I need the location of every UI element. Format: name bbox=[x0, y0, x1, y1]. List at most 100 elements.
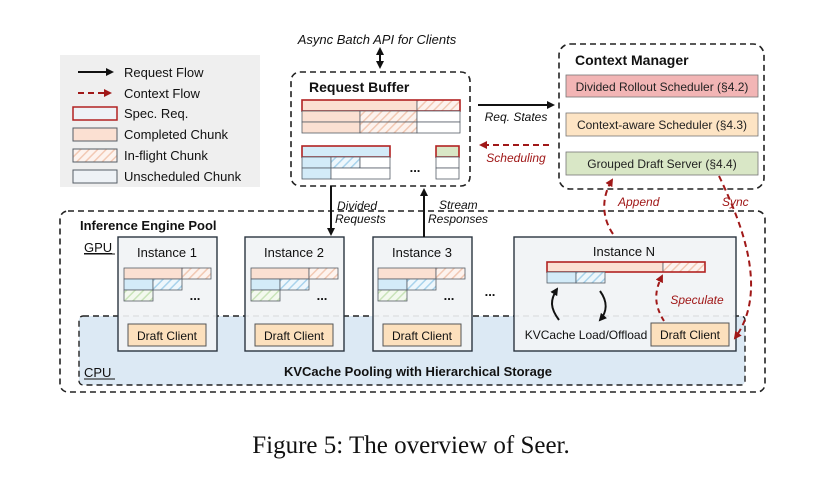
draft-client-3 bbox=[382, 323, 462, 347]
instance-1: Instance 1 ... Draft Client bbox=[117, 236, 218, 352]
draft-client-2 bbox=[254, 323, 334, 347]
async-batch-api-label: Async Batch API for Clients bbox=[297, 32, 457, 47]
kvcache-load-arrow-icon bbox=[550, 287, 560, 321]
spec-request-row bbox=[301, 145, 391, 158]
legend-label-inflight-chunk: In-flight Chunk bbox=[124, 148, 208, 163]
chunk-completed bbox=[301, 99, 418, 112]
instance-2-ellipsis: ... bbox=[317, 288, 328, 303]
instance-n-title: Instance N bbox=[593, 244, 655, 259]
draft-client-1-label: Draft Client bbox=[137, 329, 198, 343]
draft-client-3-label: Draft Client bbox=[392, 329, 453, 343]
chunk-unscheduled bbox=[435, 167, 460, 180]
kvcache-pooling-label: KVCache Pooling with Hierarchical Storag… bbox=[284, 364, 552, 379]
chunk-inflight bbox=[250, 289, 281, 302]
chunk-inflight bbox=[416, 99, 461, 112]
context-aware-scheduler bbox=[565, 112, 759, 137]
draft-client-n bbox=[650, 322, 730, 347]
spec-request-row bbox=[546, 261, 706, 273]
draft-client-n-label: Draft Client bbox=[660, 328, 721, 342]
chunk-completed bbox=[123, 267, 183, 280]
grouped-draft-server-label: Grouped Draft Server (§4.4) bbox=[587, 157, 736, 171]
chunk-completed bbox=[546, 261, 664, 273]
inference-engine-pool: Inference Engine Pool GPU CPU KVCache Po… bbox=[59, 210, 766, 393]
chunk-completed bbox=[377, 267, 437, 280]
chunk-completed bbox=[301, 167, 332, 180]
figure-caption: Figure 5: The overview of Seer. bbox=[252, 432, 570, 459]
context-manager-title: Context Manager bbox=[575, 52, 689, 68]
chunk-inflight bbox=[330, 156, 361, 169]
instance-3-ellipsis: ... bbox=[444, 288, 455, 303]
divided-requests-label-line1: Divided bbox=[337, 199, 377, 213]
instance-1-title: Instance 1 bbox=[137, 245, 197, 260]
instance-2-title: Instance 2 bbox=[264, 245, 324, 260]
kvcache-offload-arrow-icon bbox=[598, 290, 607, 322]
gpu-label: GPU bbox=[84, 240, 112, 255]
chunk-inflight bbox=[359, 121, 418, 134]
stream-responses-label-line1: Stream bbox=[439, 198, 478, 212]
divided-rollout-scheduler-label: Divided Rollout Scheduler (§4.2) bbox=[576, 80, 749, 94]
chunk-completed bbox=[301, 156, 332, 169]
chunk-inflight bbox=[662, 261, 706, 273]
request-buffer-title: Request Buffer bbox=[309, 79, 410, 95]
unscheduled-chunk-swatch bbox=[72, 169, 118, 184]
instance-2: Instance 2 ... Draft Client bbox=[244, 236, 345, 352]
chunk-completed bbox=[377, 278, 408, 291]
spec-request-row bbox=[435, 145, 460, 158]
chunk-unscheduled bbox=[416, 110, 461, 123]
chunk-inflight bbox=[123, 289, 154, 302]
between-instances-ellipsis: ... bbox=[485, 284, 496, 299]
divided-rollout-scheduler bbox=[565, 74, 759, 98]
chunk-completed bbox=[250, 278, 281, 291]
chunk-unscheduled bbox=[359, 156, 391, 169]
inference-engine-pool-title: Inference Engine Pool bbox=[80, 218, 217, 233]
chunk-completed bbox=[546, 271, 577, 284]
instance-3-title: Instance 3 bbox=[392, 245, 452, 260]
request-buffer: Request Buffer ... bbox=[290, 71, 471, 187]
cpu-label: CPU bbox=[84, 365, 111, 380]
append-label: Append bbox=[617, 195, 660, 209]
chunk-inflight bbox=[181, 267, 212, 280]
chunk-completed bbox=[301, 110, 361, 123]
legend-label-spec-req: Spec. Req. bbox=[124, 106, 188, 121]
speculate-arrow-icon bbox=[655, 274, 665, 322]
context-aware-scheduler-label: Context-aware Scheduler (§4.3) bbox=[577, 118, 747, 132]
chunk-inflight bbox=[359, 110, 418, 123]
chunk-completed bbox=[250, 267, 310, 280]
grouped-draft-server bbox=[565, 151, 759, 176]
chunk-inflight bbox=[152, 278, 183, 291]
speculate-label: Speculate bbox=[670, 293, 724, 307]
completed-chunk-swatch bbox=[72, 127, 118, 142]
draft-client-1 bbox=[127, 323, 207, 347]
instance-3: Instance 3 ... Draft Client bbox=[372, 236, 473, 352]
sync-arrow-icon bbox=[718, 175, 752, 340]
request-buffer-ellipsis: ... bbox=[410, 160, 421, 175]
legend: Request Flow Context Flow Spec. Req. Com… bbox=[60, 55, 260, 187]
legend-background bbox=[60, 55, 260, 187]
spec-req-swatch bbox=[72, 106, 118, 121]
chunk-inflight bbox=[308, 267, 339, 280]
sync-label: Sync bbox=[722, 195, 749, 209]
draft-client-2-label: Draft Client bbox=[264, 329, 325, 343]
append-arrow-icon bbox=[603, 178, 614, 235]
legend-label-completed-chunk: Completed Chunk bbox=[124, 127, 229, 142]
chunk-inflight bbox=[377, 289, 408, 302]
chunk-inflight bbox=[435, 267, 466, 280]
kvcache-load-offload-label: KVCache Load/Offload bbox=[525, 328, 648, 342]
legend-label-context-flow: Context Flow bbox=[124, 86, 200, 101]
scheduling-label: Scheduling bbox=[486, 151, 546, 165]
legend-label-request-flow: Request Flow bbox=[124, 65, 204, 80]
chunk-completed bbox=[123, 278, 154, 291]
chunk-inflight bbox=[406, 278, 437, 291]
chunk-completed bbox=[301, 121, 361, 134]
chunk-unscheduled bbox=[330, 167, 391, 180]
instance-1-ellipsis: ... bbox=[190, 288, 201, 303]
legend-label-unscheduled-chunk: Unscheduled Chunk bbox=[124, 169, 242, 184]
instance-n: Instance N KVCache Load/Offload Draft Cl… bbox=[513, 236, 737, 352]
stream-responses-label-line2: Responses bbox=[428, 212, 488, 226]
context-manager: Context Manager Divided Rollout Schedule… bbox=[558, 43, 765, 190]
chunk-unscheduled bbox=[435, 156, 460, 169]
chunk-inflight bbox=[575, 271, 606, 284]
req-states-label: Req. States bbox=[485, 110, 548, 124]
divided-requests-label-line2: Requests bbox=[335, 212, 386, 226]
